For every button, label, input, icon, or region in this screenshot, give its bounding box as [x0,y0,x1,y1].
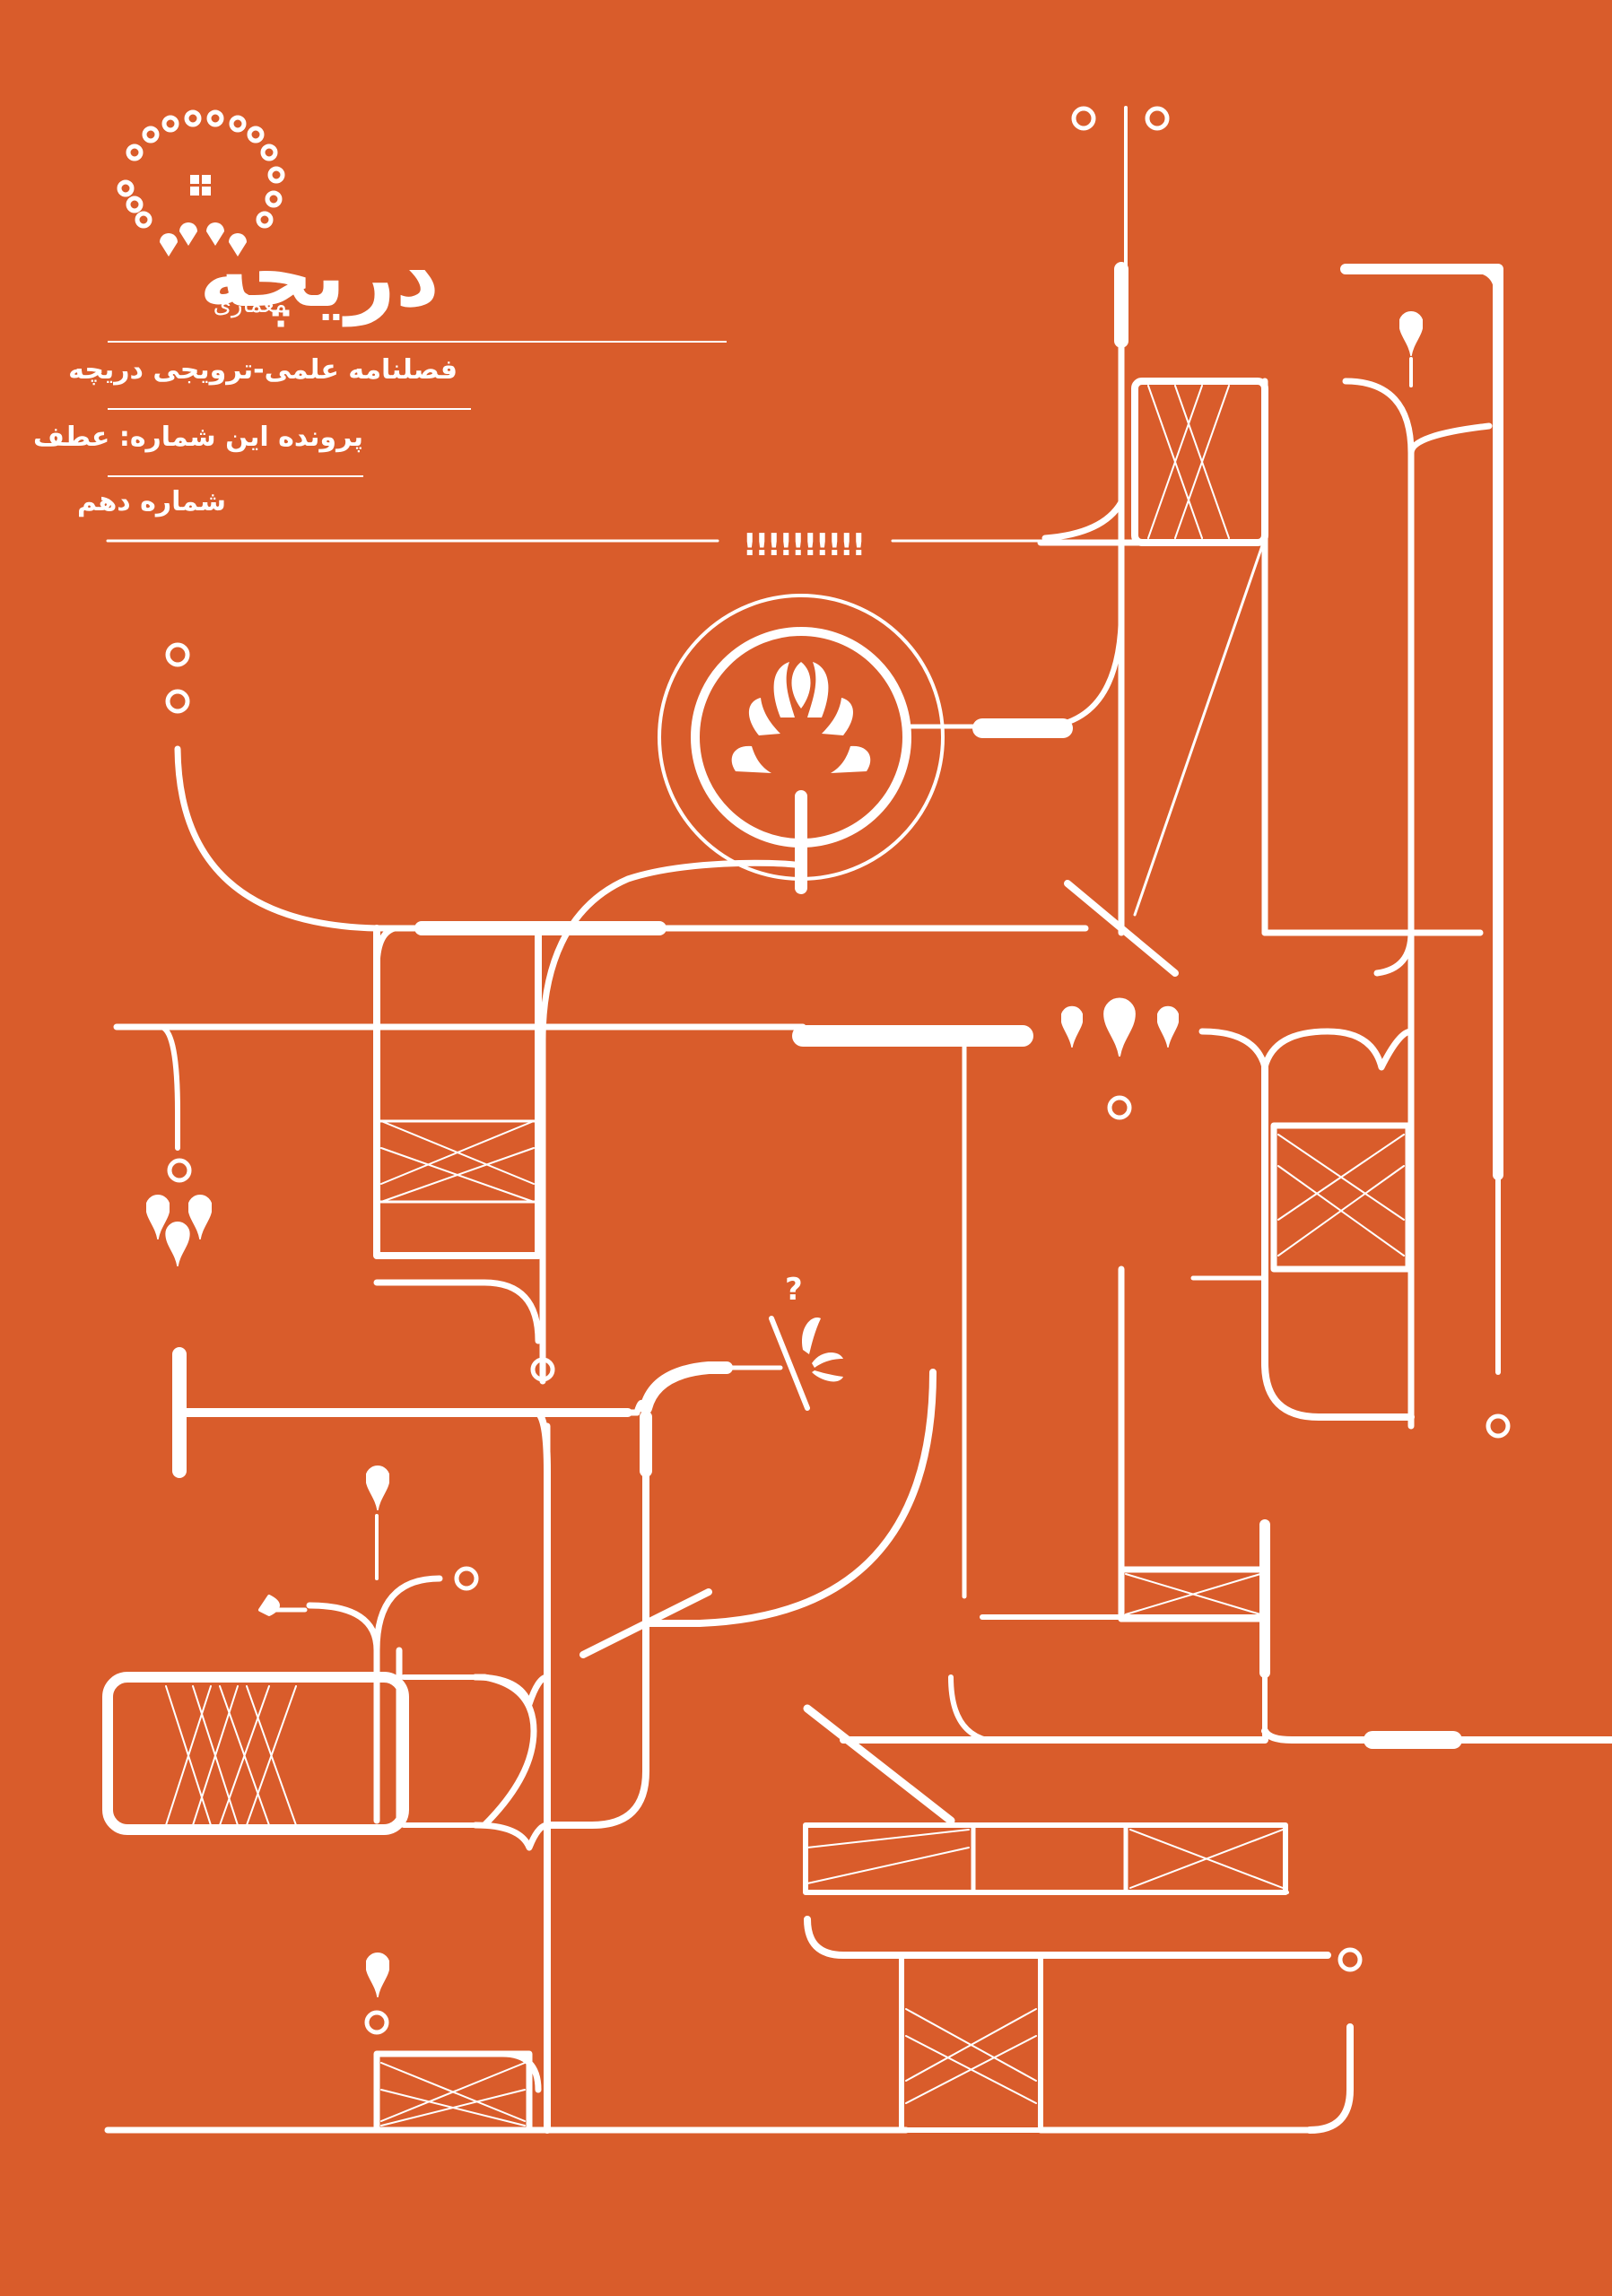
issue-number: شماره دهم [76,486,226,517]
divider [108,341,727,343]
journal-title: فصلنامه علمی-ترویجی دریچه [68,354,457,386]
divider [108,408,471,410]
exclamation-marks: !!!!!!!!!! [743,527,866,563]
tulip-medallion [539,594,1073,1385]
rosette-logo-icon [117,109,285,257]
small-tulip-icon [802,1318,843,1382]
divider [108,475,363,477]
brand-subtitle: معماری [213,291,287,318]
question-mark: ? [785,1272,803,1308]
brand-name: دریچه [199,226,440,326]
tulip-flower-icon [731,662,871,773]
issue-dossier: پرونده این شماره: عطف [32,422,363,453]
